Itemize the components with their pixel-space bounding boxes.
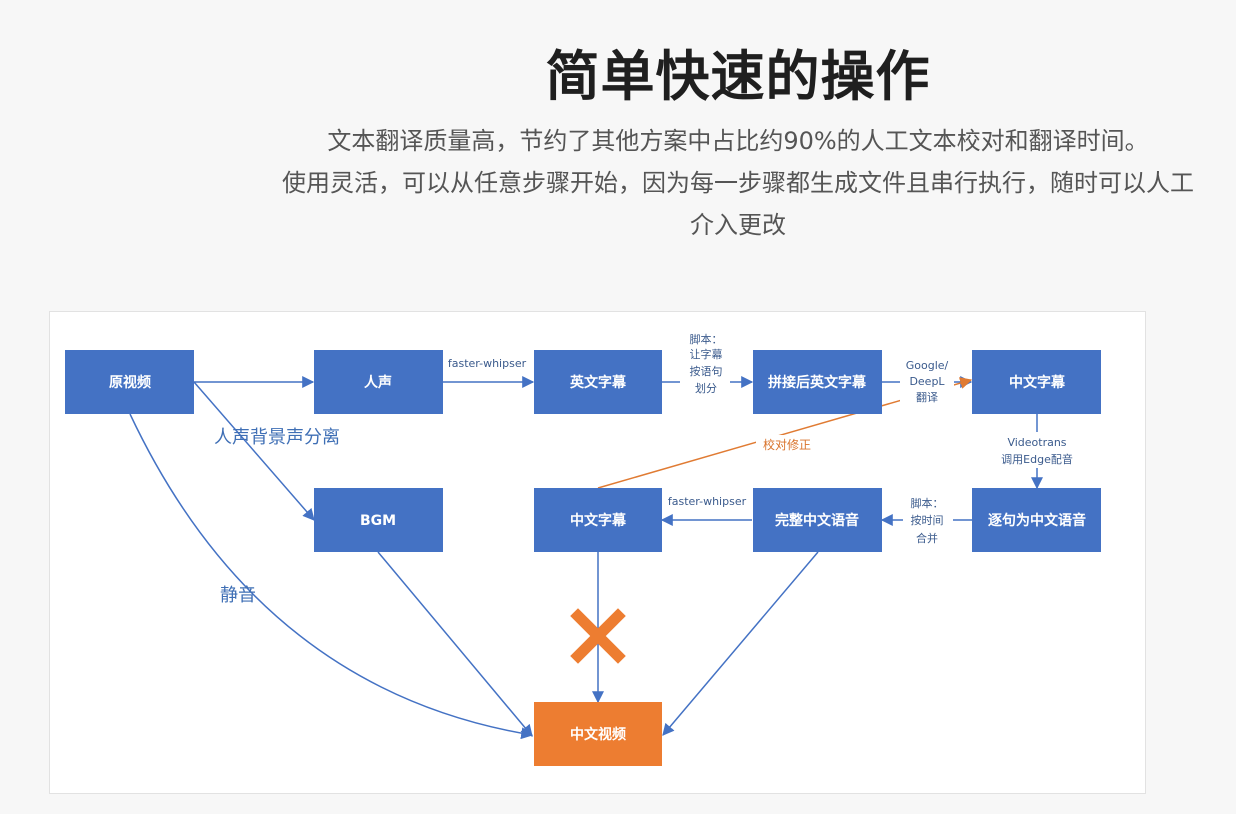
- node-chinese-video: 中文视频: [534, 702, 662, 766]
- node-merged-english-subs: 拼接后英文字幕: [753, 350, 882, 414]
- label-script-split-4: 划分: [695, 382, 717, 395]
- label-whisper-2: faster-whipser: [668, 495, 747, 508]
- edge-video-mute-to-video: [129, 413, 534, 740]
- node-per-sentence-audio: 逐句为中文语音: [972, 488, 1101, 552]
- label-script-merge-2: 按时间: [911, 513, 944, 527]
- label-separate: 人声背景声分离: [214, 427, 340, 448]
- node-english-subs-label: 英文字幕: [569, 374, 627, 391]
- description: 文本翻译质量高，节约了其他方案中占比约90%的人工文本校对和翻译时间。 使用灵活…: [240, 120, 1236, 246]
- node-vocals-label: 人声: [364, 374, 392, 391]
- edge-bgm-to-video: [377, 551, 533, 737]
- description-line-3: 介入更改: [690, 211, 786, 239]
- node-chinese-subs-top-label: 中文字幕: [1009, 374, 1066, 391]
- label-tts-2: 调用Edge配音: [1001, 452, 1073, 466]
- node-merged-english-subs-label: 拼接后英文字幕: [768, 374, 867, 391]
- node-bgm: BGM: [314, 488, 443, 552]
- node-chinese-subs-bottom-label: 中文字幕: [570, 512, 627, 529]
- node-source-video: 原视频: [65, 350, 194, 414]
- label-mute: 静音: [220, 585, 256, 606]
- node-bgm-label: BGM: [360, 513, 396, 529]
- node-per-sentence-audio-label: 逐句为中文语音: [988, 512, 1086, 529]
- edge-video-to-bgm: [193, 381, 315, 521]
- label-script-merge-3: 合并: [916, 531, 938, 545]
- label-script-merge-1: 脚本：: [911, 496, 944, 510]
- node-chinese-subs-bottom: 中文字幕: [534, 488, 662, 552]
- cross-icon: [570, 608, 626, 664]
- description-line-2: 使用灵活，可以从任意步骤开始，因为每一步骤都生成文件且串行执行，随时可以人工: [282, 169, 1194, 197]
- label-translate-2: DeepL: [909, 375, 945, 388]
- label-proofread: 校对修正: [763, 437, 811, 452]
- node-chinese-video-label: 中文视频: [570, 726, 626, 743]
- label-script-split-1: 脚本：: [690, 332, 723, 346]
- label-whisper-1: faster-whipser: [448, 357, 527, 370]
- node-full-chinese-audio: 完整中文语音: [753, 488, 882, 552]
- label-translate-3: 翻译: [916, 390, 938, 404]
- label-script-split-3: 按语句: [690, 364, 723, 378]
- label-script-split-2: 让字幕: [690, 347, 723, 361]
- description-line-1: 文本翻译质量高，节约了其他方案中占比约90%的人工文本校对和翻译时间。: [327, 127, 1149, 155]
- label-tts-1: Videotrans: [1007, 436, 1066, 449]
- page-title: 简单快速的操作: [545, 45, 931, 108]
- node-english-subs: 英文字幕: [534, 350, 662, 414]
- edge-full-audio-to-video: [662, 551, 819, 736]
- node-vocals: 人声: [314, 350, 443, 414]
- node-chinese-subs-top: 中文字幕: [972, 350, 1101, 414]
- label-translate-1: Google/: [906, 359, 949, 372]
- node-full-chinese-audio-label: 完整中文语音: [775, 512, 859, 529]
- node-source-video-label: 原视频: [109, 374, 151, 391]
